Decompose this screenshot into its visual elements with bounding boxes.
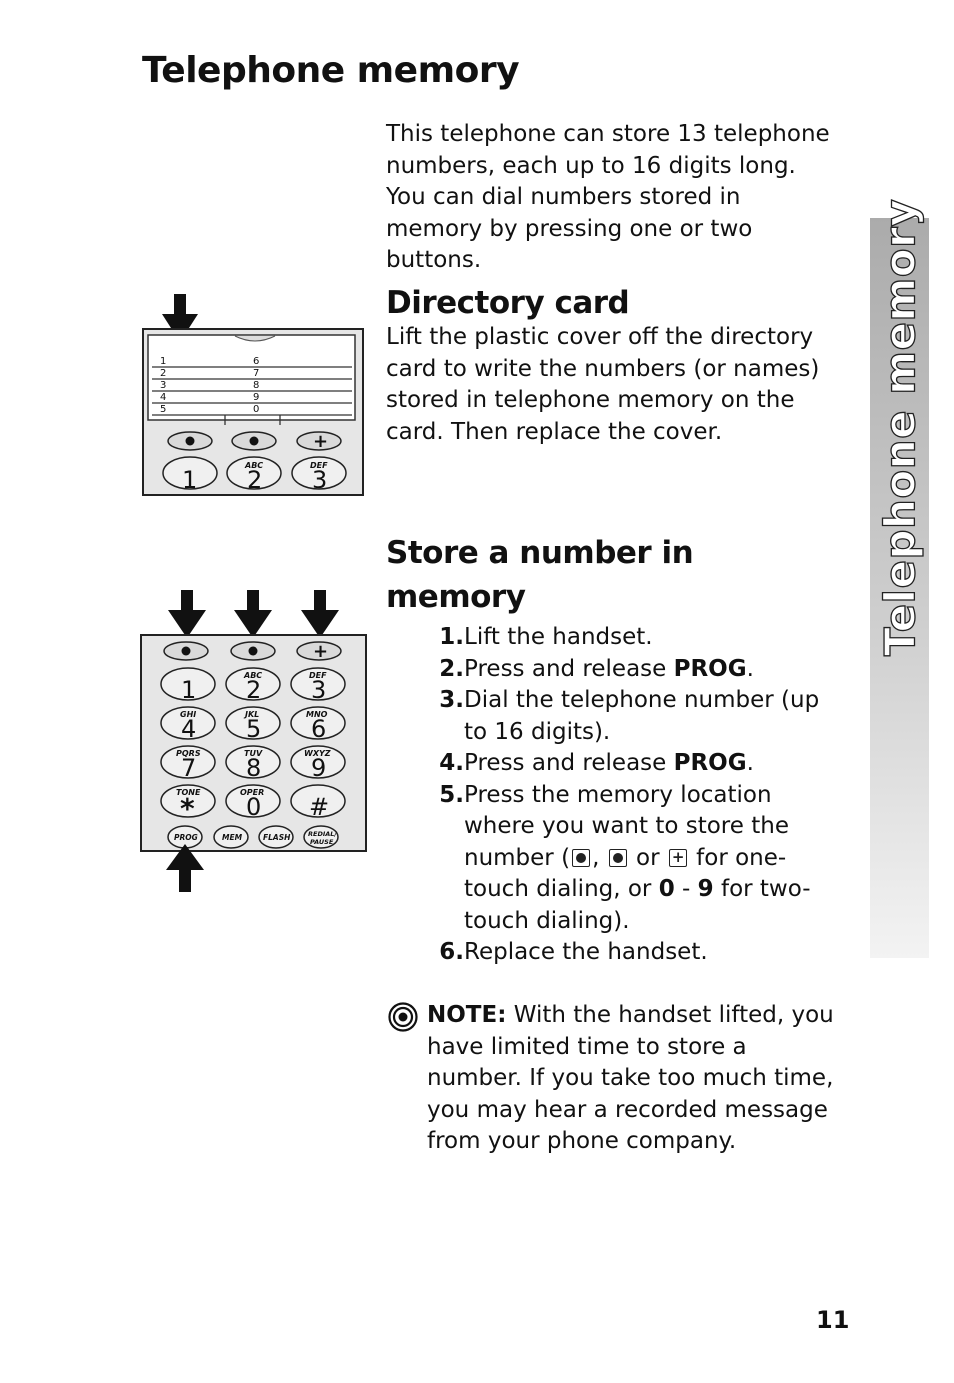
key-0: 0 xyxy=(246,793,261,821)
step-number: 4. xyxy=(439,750,464,776)
memory-two-icon xyxy=(248,646,258,656)
step-text: for two-touch dialing). xyxy=(464,876,811,934)
down-arrow-icon xyxy=(301,590,339,638)
digit-nine: 9 xyxy=(697,876,714,902)
step-5: 5. Press the memory location where you w… xyxy=(386,780,841,938)
note-text: With the handset lifted, you have limite… xyxy=(427,1002,834,1154)
key-star: * xyxy=(180,792,195,825)
key-9-letters: WXYZ xyxy=(304,749,331,758)
card-key-3-letters: DEF xyxy=(310,461,328,470)
step-text: . xyxy=(746,750,754,776)
step-text: Press the memory location where you want… xyxy=(464,781,789,871)
step-number: 6. xyxy=(439,939,464,965)
key-7-letters: PQRS xyxy=(176,749,201,758)
up-arrow-icon xyxy=(166,844,204,892)
step-number: 2. xyxy=(439,655,464,682)
step-text: Dial the telephone number (up to 16 digi… xyxy=(464,687,820,745)
step-1: 1. Lift the handset. xyxy=(386,622,841,654)
card-right-7: 7 xyxy=(253,368,259,379)
key-4: 4 xyxy=(181,715,196,743)
step-text: Press and release xyxy=(464,655,674,682)
key-hash: # xyxy=(309,793,329,821)
digit-zero: 0 xyxy=(658,876,675,902)
key-mem: MEM xyxy=(222,833,243,842)
memory-one-icon xyxy=(181,646,191,656)
step-4: 4. Press and release PROG. xyxy=(386,748,841,780)
note-target-icon xyxy=(388,1002,418,1032)
key-0-letters: OPER xyxy=(240,788,264,797)
prog-key-label: PROG xyxy=(673,750,747,776)
key-3-letters: DEF xyxy=(309,671,327,680)
key-2-letters: ABC xyxy=(243,671,262,680)
step-text: - xyxy=(674,876,698,902)
key-3: 3 xyxy=(311,676,326,704)
directory-card-illustration: 1 2 3 4 5 6 7 8 9 0 + 1 2 ABC 3 DEF xyxy=(142,294,364,496)
card-key-3: 3 xyxy=(312,466,327,494)
keypad-illustration: + 1 2 ABC 3 DEF 4 GHI 5 JKL 6 MNO 7 PQRS… xyxy=(140,590,367,892)
store-steps-list: 1. Lift the handset. 2. Press and releas… xyxy=(386,622,841,969)
step-number: 1. xyxy=(439,624,464,650)
step-text: or xyxy=(636,844,660,871)
page-number: 11 xyxy=(816,1306,850,1334)
directory-card-text: Lift the plastic cover off the directory… xyxy=(386,324,820,445)
memory-plus-icon: + xyxy=(313,641,328,662)
key-prog: PROG xyxy=(174,833,198,842)
memory-two-icon xyxy=(249,436,259,446)
key-pause: PAUSE xyxy=(310,838,334,846)
memory-two-icon xyxy=(608,848,627,867)
directory-card-heading: Directory card xyxy=(386,285,630,321)
key-5-letters: JKL xyxy=(243,710,259,719)
store-number-heading: Store a number in memory xyxy=(386,535,694,615)
key-7: 7 xyxy=(181,754,196,782)
step-number: 3. xyxy=(439,687,464,713)
side-tab-label: Telephone memory xyxy=(874,198,924,657)
key-redial: REDIAL/ xyxy=(308,830,337,838)
step-text: . xyxy=(746,655,754,682)
key-5: 5 xyxy=(246,715,261,743)
card-right-6: 6 xyxy=(253,356,259,367)
step-text: , xyxy=(592,844,600,871)
card-right-9: 9 xyxy=(253,392,259,403)
down-arrow-icon xyxy=(168,590,206,638)
key-8: 8 xyxy=(246,754,261,782)
intro-paragraph: This telephone can store 13 telephone nu… xyxy=(386,121,830,273)
key-4-letters: GHI xyxy=(180,710,196,719)
key-1: 1 xyxy=(181,676,196,704)
note-block: NOTE: With the handset lifted, you have … xyxy=(388,1000,838,1158)
card-key-1: 1 xyxy=(182,466,197,494)
memory-plus-icon: + xyxy=(313,431,328,452)
card-left-2: 2 xyxy=(160,368,166,379)
card-key-2-letters: ABC xyxy=(244,461,263,470)
step-text: Replace the handset. xyxy=(464,939,708,965)
memory-one-icon xyxy=(185,436,195,446)
key-6: 6 xyxy=(311,715,326,743)
prog-key-label: PROG xyxy=(673,655,747,682)
step-2: 2. Press and release PROG. xyxy=(386,654,841,686)
card-left-3: 3 xyxy=(160,380,166,391)
key-6-letters: MNO xyxy=(306,710,328,719)
side-tab: Telephone memory xyxy=(870,198,929,958)
card-key-2: 2 xyxy=(247,466,262,494)
step-3: 3. Dial the telephone number (up to 16 d… xyxy=(386,685,841,748)
memory-one-icon xyxy=(572,848,591,867)
card-left-4: 4 xyxy=(160,392,166,403)
step-text: Press and release xyxy=(464,750,674,776)
down-arrow-icon xyxy=(234,590,272,638)
key-flash: FLASH xyxy=(263,833,291,842)
step-6: 6. Replace the handset. xyxy=(386,937,841,969)
step-text: Lift the handset. xyxy=(464,624,653,650)
key-2: 2 xyxy=(246,676,261,704)
key-8-letters: TUV xyxy=(244,749,263,758)
memory-plus-icon xyxy=(668,848,687,867)
card-right-8: 8 xyxy=(253,380,259,391)
key-9: 9 xyxy=(311,754,326,782)
key-star-letters: TONE xyxy=(176,788,201,797)
card-left-5: 5 xyxy=(160,404,166,415)
card-left-1: 1 xyxy=(160,356,166,367)
step-text: for one-touch dialing, or xyxy=(464,844,787,903)
step-number: 5. xyxy=(439,781,464,808)
note-label: NOTE: xyxy=(427,1002,507,1028)
page-title: Telephone memory xyxy=(142,50,520,91)
card-right-0: 0 xyxy=(253,404,259,415)
